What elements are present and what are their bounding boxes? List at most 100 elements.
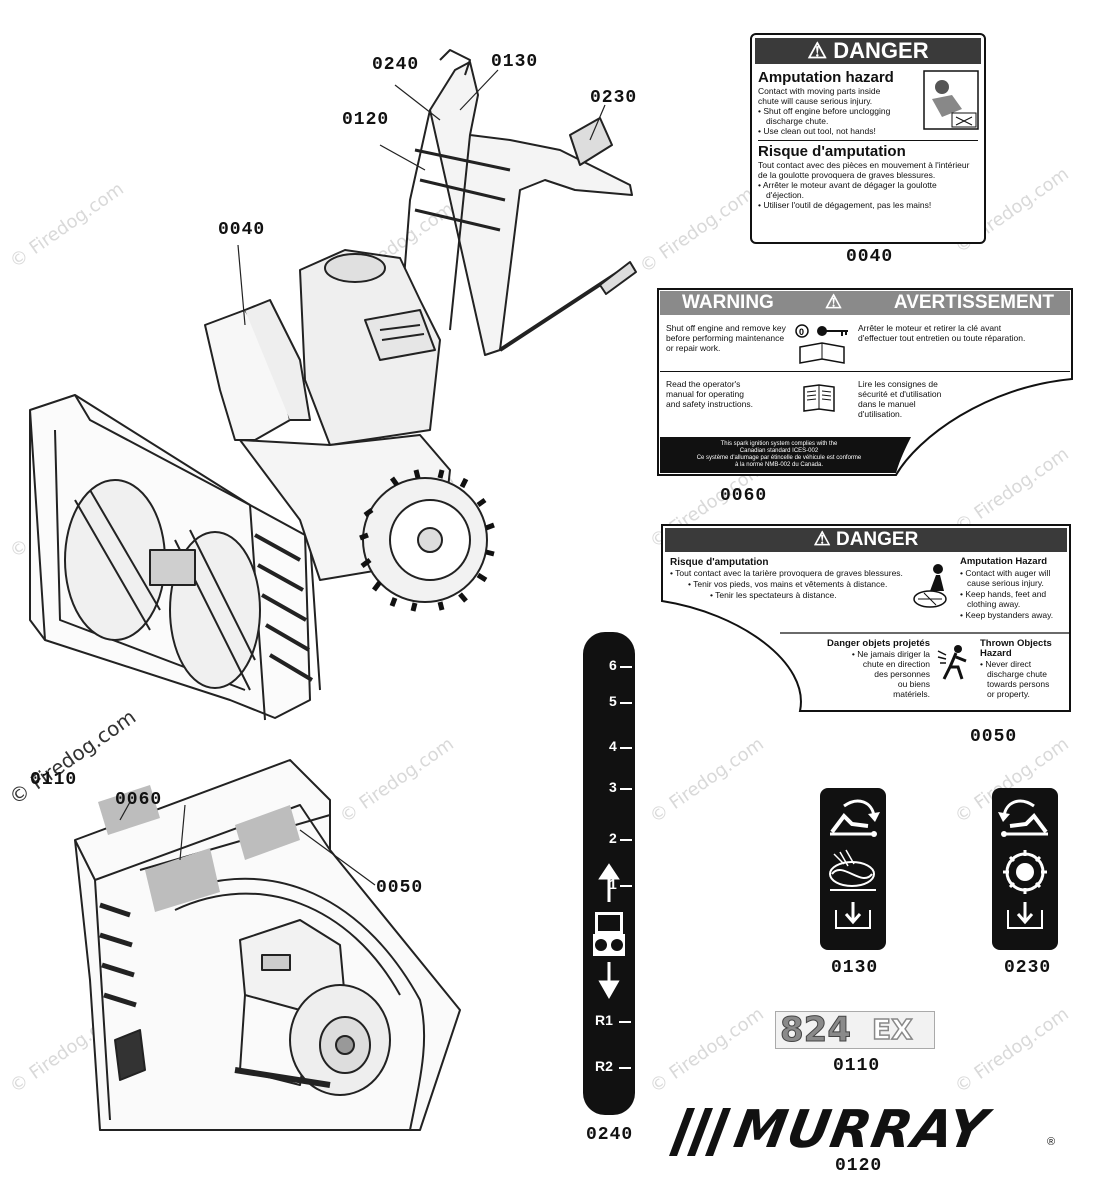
row1-en: before performing maintenance	[666, 333, 785, 343]
fr-bullet: • Arrêter le moteur avant de dégager la …	[758, 180, 937, 190]
warning-triangle-icon: ⚠	[807, 38, 828, 63]
callout-0230: 0230	[590, 88, 638, 108]
reverse-label: R1	[595, 1012, 613, 1028]
compliance-text: This spark ignition system complies with…	[720, 441, 838, 447]
fr2-title: Danger objets projetés	[827, 638, 930, 649]
svg-text:0: 0	[799, 327, 804, 337]
reverse-label: R2	[595, 1058, 613, 1074]
model-number: 824	[780, 1010, 852, 1051]
fr2-line: ou biens	[897, 679, 930, 689]
row2-fr: dans le manuel	[858, 399, 916, 409]
registered-mark: ®	[1047, 1136, 1056, 1148]
en2-line: • Never direct	[980, 659, 1032, 669]
row1-en: or repair work.	[666, 343, 721, 353]
decal-0130-auger-control	[820, 788, 886, 950]
fr-bullet: • Tout contact avec la tarière provoquer…	[670, 568, 903, 578]
auger-hazard-icon	[913, 564, 947, 608]
compliance-text: Canadian standard ICES-002	[739, 448, 819, 454]
murray-slash-marks	[669, 1108, 731, 1156]
watermark: © Firedog.com	[951, 1003, 1073, 1098]
thrown-objects-icon	[937, 645, 967, 680]
en-bullet: • Keep hands, feet and	[960, 588, 1047, 599]
decal-0050-shape	[661, 524, 1071, 712]
auger-housing-illustration	[74, 759, 461, 1131]
danger-banner: ⚠ DANGER	[665, 528, 1067, 552]
speed-label: 2	[609, 830, 617, 846]
part-number-0050: 0050	[970, 727, 1018, 747]
row1-fr: Arrêter le moteur et retirer la clé avan…	[858, 323, 1002, 333]
callout-0110: 0110	[30, 770, 78, 790]
watermark: © Firedog.com	[646, 733, 768, 828]
en-title: Amputation hazard	[758, 69, 894, 86]
en-bullet: • Shut off engine before unclogging	[758, 106, 891, 116]
callout-0120: 0120	[342, 110, 390, 130]
row1-fr: d'effectuer tout entretien ou toute répa…	[858, 333, 1026, 343]
part-number-0130: 0130	[831, 958, 879, 978]
part-number-0110: 0110	[833, 1056, 881, 1076]
key-and-manual-icon: 0	[795, 324, 848, 364]
watermark: © Firedog.com	[646, 1003, 768, 1098]
callout-0040: 0040	[218, 220, 266, 240]
callout-0240: 0240	[372, 55, 420, 75]
en-bullet: • Keep bystanders away.	[960, 609, 1054, 620]
fr2-line: chute en direction	[862, 659, 930, 669]
speed-label: 5	[609, 693, 617, 709]
callout-0130: 0130	[491, 52, 539, 72]
row2-en: and safety instructions.	[666, 399, 753, 409]
row2-fr: sécurité et d'utilisation	[858, 389, 942, 399]
speed-label: 1	[609, 876, 617, 892]
decal-0060-shape	[657, 288, 1073, 476]
fr2-line: • Ne jamais diriger la	[851, 649, 930, 659]
fr-title: Risque d'amputation	[670, 557, 769, 568]
warning-triangle-icon: ⚠	[813, 529, 831, 550]
warning-banner: WARNING ⚠ AVERTISSEMENT	[660, 291, 1070, 315]
callout-0060: 0060	[115, 790, 163, 810]
drive-engage-icon	[998, 799, 1048, 929]
warning-triangle-icon: ⚠	[825, 292, 843, 313]
forward-reverse-arrows-icon	[593, 863, 625, 1000]
fr-title: Risque d'amputation	[758, 143, 906, 160]
en-bullet: • Use clean out tool, not hands!	[758, 126, 876, 136]
hand-in-chute-icon	[923, 70, 979, 130]
row2-fr: Lire les consignes de	[858, 379, 938, 389]
en2-line: or property.	[987, 689, 1030, 699]
part-number-0230: 0230	[1004, 958, 1052, 978]
fr2-line: des personnes	[874, 669, 930, 679]
en2-title: Hazard	[980, 648, 1012, 659]
decal-0230-drive-control	[992, 788, 1058, 950]
snowblower-illustration	[29, 49, 637, 721]
en-bullet: cause serious injury.	[967, 578, 1044, 588]
danger-banner: ⚠ DANGER	[755, 38, 981, 64]
fr-bullet: • Utiliser l'outil de dégagement, pas le…	[758, 200, 932, 210]
row2-en: manual for operating	[666, 389, 744, 399]
compliance-text: à la norme NMB-002 du Canada.	[734, 462, 824, 468]
fr-line: de la goulotte provoquera de graves bles…	[758, 170, 936, 180]
part-number-0120: 0120	[835, 1156, 883, 1176]
decal-0040-danger: ⚠ DANGER Amputation hazard Contact with …	[750, 33, 986, 244]
speed-label: 3	[609, 779, 617, 795]
speed-label: 6	[609, 657, 617, 673]
operator-manual-icon	[803, 384, 835, 412]
part-number-0040: 0040	[846, 247, 894, 267]
en-line: Contact with moving parts inside	[758, 86, 881, 96]
brand-logo: MURRAY	[729, 1100, 993, 1160]
en-bullet: clothing away.	[967, 599, 1021, 609]
fr-bullet: • Tenir les spectateurs à distance.	[710, 590, 837, 600]
fr-bullet: d'éjection.	[766, 190, 805, 200]
en2-line: towards persons	[987, 679, 1050, 689]
en2-title: Thrown Objects	[980, 638, 1052, 649]
en-bullet: discharge chute.	[766, 116, 829, 126]
compliance-text: Ce système d'allumage par étincelle de v…	[696, 455, 862, 461]
en2-line: discharge chute	[987, 669, 1048, 679]
en-bullet: • Contact with auger will	[960, 567, 1051, 578]
decal-0240-speed-strip: 6 5 4 3 2 1 R1 R2	[583, 632, 635, 1115]
row2-en: Read the operator's	[666, 379, 741, 389]
part-number-0240: 0240	[586, 1125, 634, 1145]
en-line: chute will cause serious injury.	[758, 96, 873, 106]
callout-0050: 0050	[376, 878, 424, 898]
auger-engage-icon	[829, 799, 880, 929]
decal-0120-murray-logo: MURRAY ®	[665, 1100, 1065, 1160]
decal-0050-danger: ⚠ DANGER Risque d'amputation • Tout cont…	[660, 523, 1072, 713]
row1-en: Shut off engine and remove key	[666, 323, 786, 333]
fr-line: Tout contact avec des pièces en mouvemen…	[758, 160, 970, 170]
